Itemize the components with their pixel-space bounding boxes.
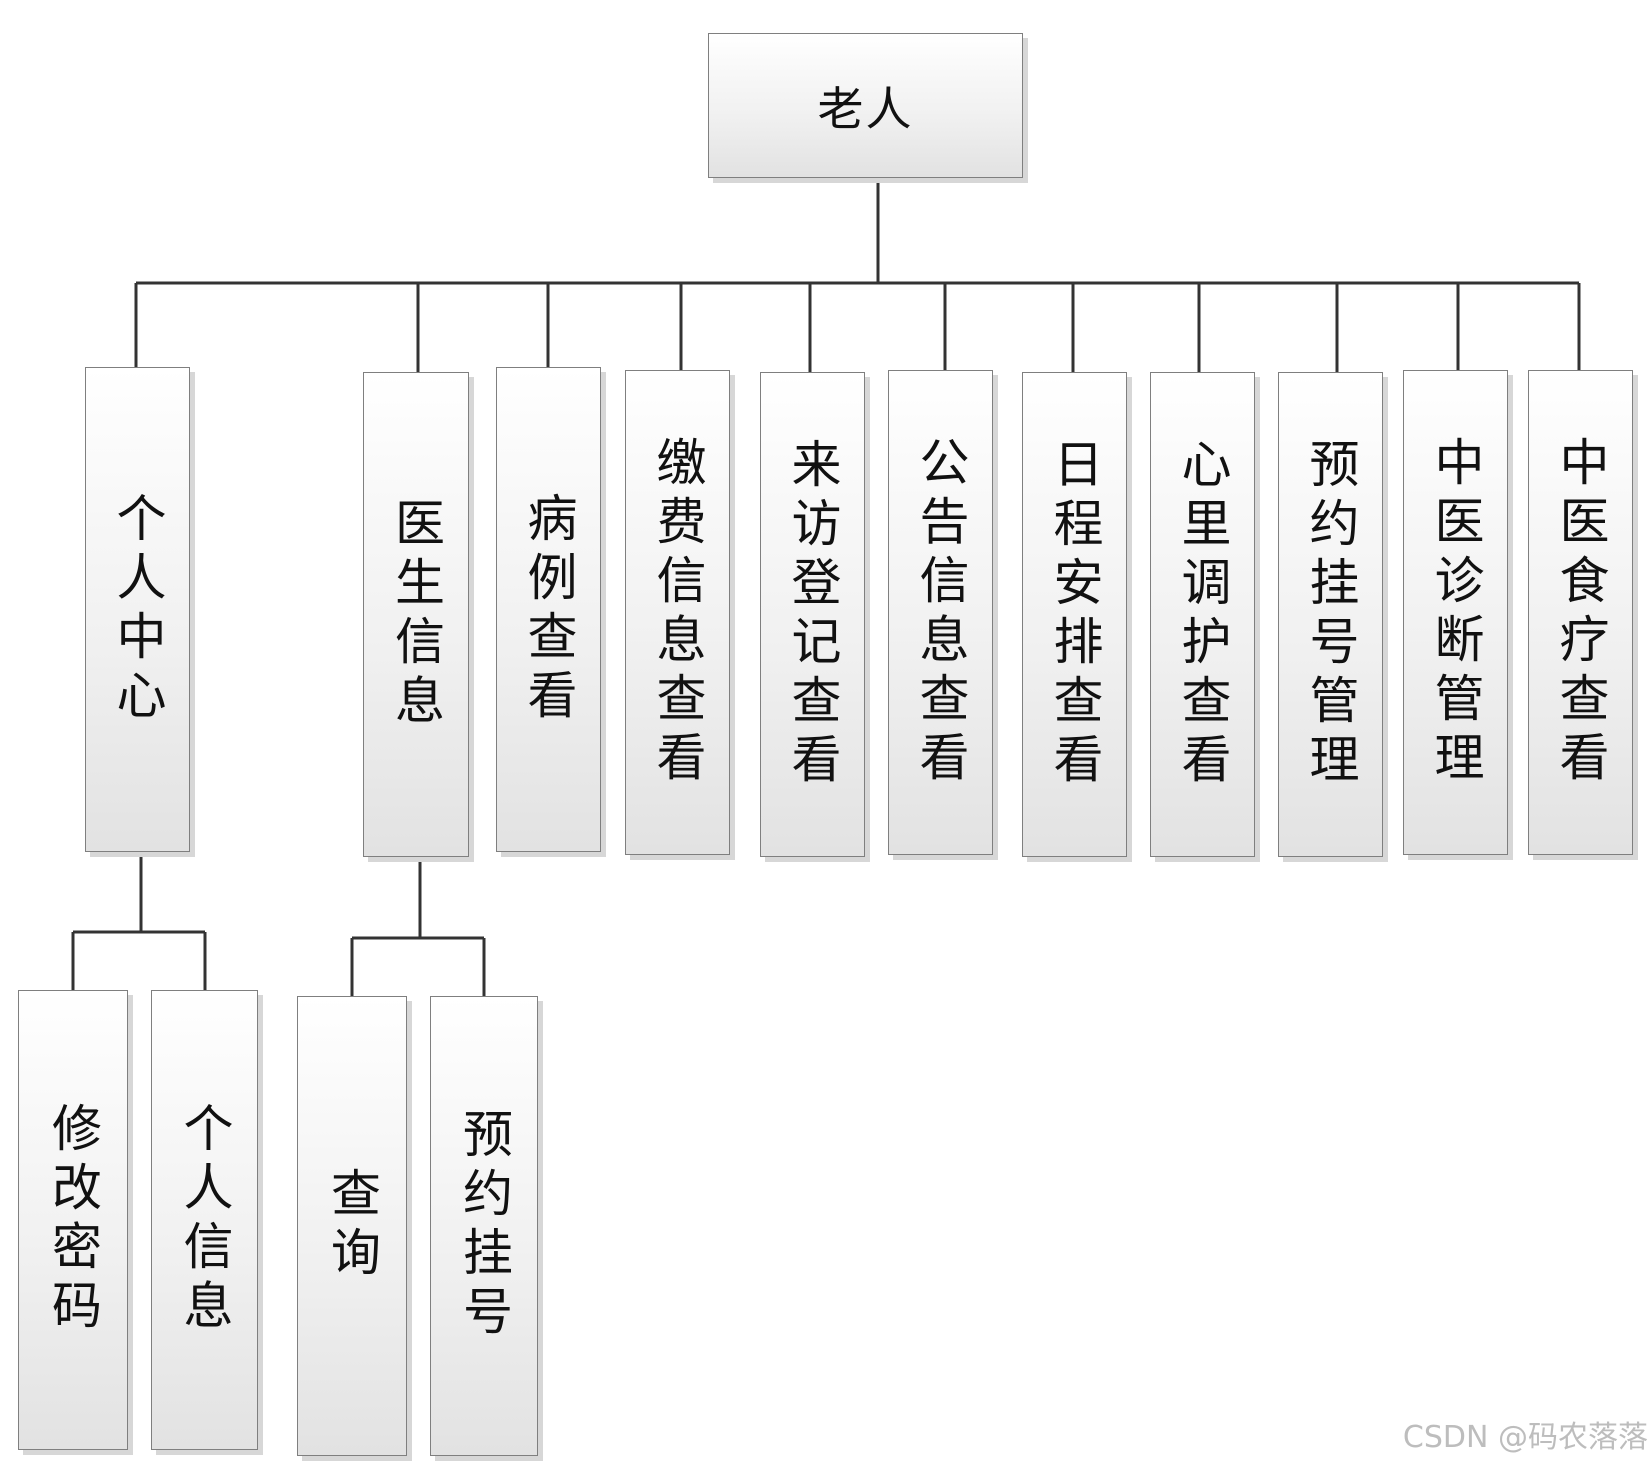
node-change-password: 修改密码: [18, 990, 128, 1450]
node-tcm-diet-view: 中医食疗查看: [1528, 370, 1633, 855]
node-book-appointment: 预约挂号: [430, 996, 538, 1456]
node-personal-info: 个人信息: [151, 990, 258, 1450]
node-appointment-mgmt: 预约挂号管理: [1278, 372, 1383, 857]
node-label: 个人信息: [175, 1102, 234, 1338]
node-label: 缴费信息查看: [648, 435, 707, 790]
watermark: CSDN @码农落落: [1402, 1420, 1648, 1455]
node-doctor-info: 医生信息: [363, 372, 469, 857]
root-node-box: 老人: [708, 33, 1023, 178]
node-payment-view: 缴费信息查看: [625, 370, 730, 855]
node-label: 来访登记查看: [783, 437, 842, 792]
root-node-label: 老人: [817, 81, 914, 136]
node-case-view: 病例查看: [496, 367, 601, 852]
node-query: 查询: [297, 996, 407, 1456]
node-label: 公告信息查看: [911, 435, 970, 790]
node-schedule-view: 日程安排查看: [1022, 372, 1127, 857]
node-tcm-diagnosis-mgmt: 中医诊断管理: [1403, 370, 1508, 855]
node-label: 查询: [323, 1167, 381, 1285]
node-visitor-view: 来访登记查看: [760, 372, 865, 857]
node-label: 修改密码: [44, 1102, 102, 1338]
node-label: 中医食疗查看: [1551, 435, 1610, 790]
node-label: 病例查看: [519, 491, 578, 728]
node-label: 个人中心: [108, 491, 167, 728]
node-label: 心里调护查看: [1173, 437, 1232, 792]
node-personal-center: 个人中心: [85, 367, 190, 852]
node-label: 医生信息: [387, 496, 445, 733]
node-label: 预约挂号管理: [1301, 437, 1360, 792]
node-label: 中医诊断管理: [1426, 435, 1485, 790]
node-label: 日程安排查看: [1045, 437, 1104, 792]
node-psych-care-view: 心里调护查看: [1150, 372, 1255, 857]
node-notice-view: 公告信息查看: [888, 370, 993, 855]
node-label: 预约挂号: [455, 1108, 513, 1344]
